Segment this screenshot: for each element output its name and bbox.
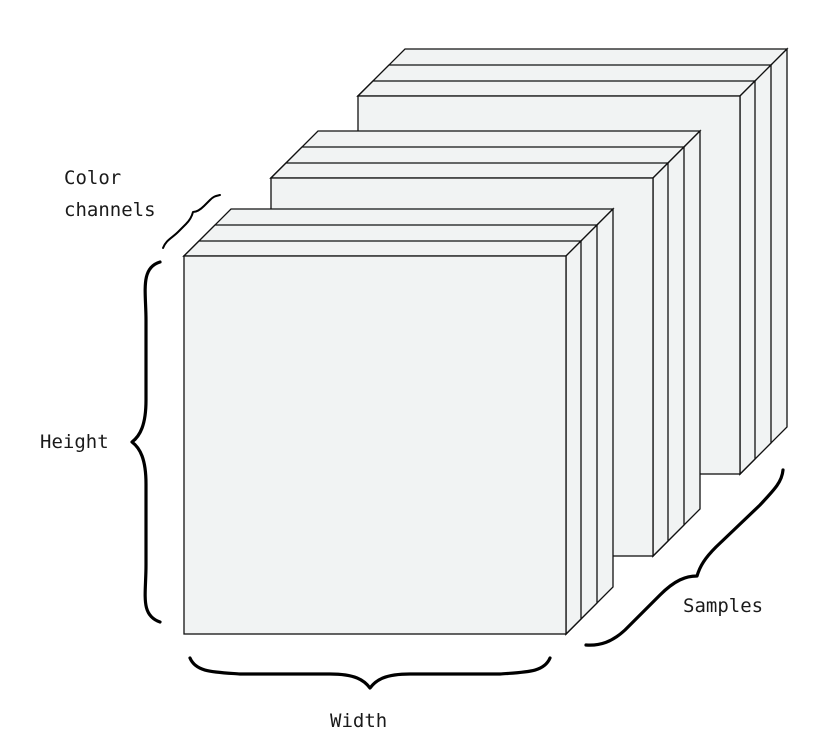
width-brace [188, 656, 552, 690]
sample-back-layer-1-top [356, 80, 757, 97]
width-label: Width [330, 710, 387, 732]
sample-middle-layer-1-top [269, 162, 670, 179]
height-brace [130, 260, 162, 624]
color-channels-brace [162, 194, 221, 249]
sample-front-face [183, 255, 567, 635]
sample-middle-layer-1-side [652, 161, 669, 558]
samples-brace [584, 468, 785, 647]
sample-front-layer-1-side [565, 239, 582, 636]
height-label: Height [40, 431, 109, 453]
color-channels-label-line2: channels [64, 199, 156, 221]
sample-back-layer-1-side [739, 79, 756, 476]
sample-front-layer-1-top [182, 240, 583, 257]
samples-label: Samples [683, 595, 763, 617]
sample-front [182, 207, 615, 636]
color-channels-label-line1: Color [64, 167, 121, 189]
